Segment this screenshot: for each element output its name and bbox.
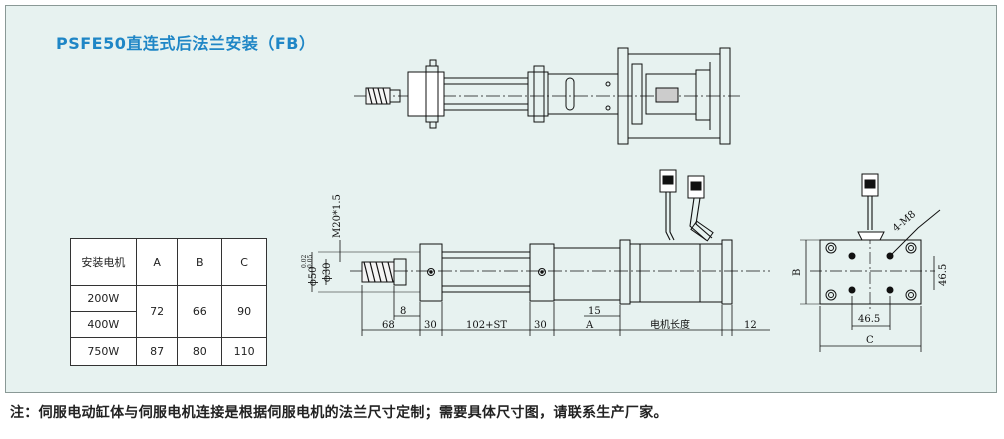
table-cell-motor: 200W (70, 285, 137, 312)
table-row: 750W 87 80 110 (70, 337, 267, 366)
table-cell-a: 72 (135, 285, 179, 338)
dim-46-5-vertical: 46.5 (938, 264, 949, 286)
dim-30a: 30 (424, 320, 437, 331)
table-header: B (177, 238, 223, 286)
dim-4-m8: 4-M8 (891, 209, 918, 234)
technical-drawing: M20*1.5 ϕ30 ϕ50 0.02 0.05 8 68 30 102+ST… (301, 47, 949, 352)
table-cell-motor: 750W (70, 337, 137, 366)
dim-12: 12 (744, 320, 757, 331)
dim-68: 68 (382, 320, 395, 331)
table-cell-b: 66 (177, 285, 223, 338)
top-view (354, 47, 740, 145)
dim-body-dia: ϕ50 (308, 266, 319, 286)
table-header: C (221, 238, 267, 286)
table-cell-b: 80 (177, 337, 223, 366)
dim-a: A (585, 320, 594, 331)
table-cell-motor: 400W (70, 311, 137, 338)
dim-tol-lower: 0.05 (307, 254, 314, 268)
motor-spec-table: 安装电机 A B C 200W 72 66 90 400W 750W 87 80… (70, 238, 267, 366)
dim-46-5-horizontal: 46.5 (858, 314, 880, 325)
flange-view (810, 173, 941, 312)
dim-tol-upper: 0.02 (301, 254, 308, 268)
table-header: A (135, 238, 179, 286)
dim-b: B (792, 269, 803, 276)
dim-15: 15 (588, 306, 601, 317)
dim-motor-length: 电机长度 (650, 318, 690, 331)
dim-thread: M20*1.5 (332, 194, 343, 238)
dim-30b: 30 (534, 320, 547, 331)
dim-8: 8 (400, 306, 406, 317)
table-header: 安装电机 (70, 238, 137, 286)
side-view (350, 169, 770, 305)
dim-rod-dia: ϕ30 (322, 262, 333, 282)
dim-102-st: 102+ST (466, 320, 507, 331)
table-cell-c: 110 (221, 337, 267, 366)
footer-note: 注：伺服电动缸体与伺服电机连接是根据伺服电机的法兰尺寸定制；需要具体尺寸图，请联… (10, 405, 668, 421)
dimension-lines (311, 239, 935, 352)
table-row: 200W 72 66 90 (70, 285, 267, 338)
table-cell-a: 87 (135, 337, 179, 366)
table-cell-c: 90 (221, 285, 267, 338)
page-title: PSFE50直连式后法兰安装（FB） (56, 34, 316, 53)
dim-c: C (866, 335, 874, 346)
table-header-row: 安装电机 A B C (70, 238, 267, 286)
